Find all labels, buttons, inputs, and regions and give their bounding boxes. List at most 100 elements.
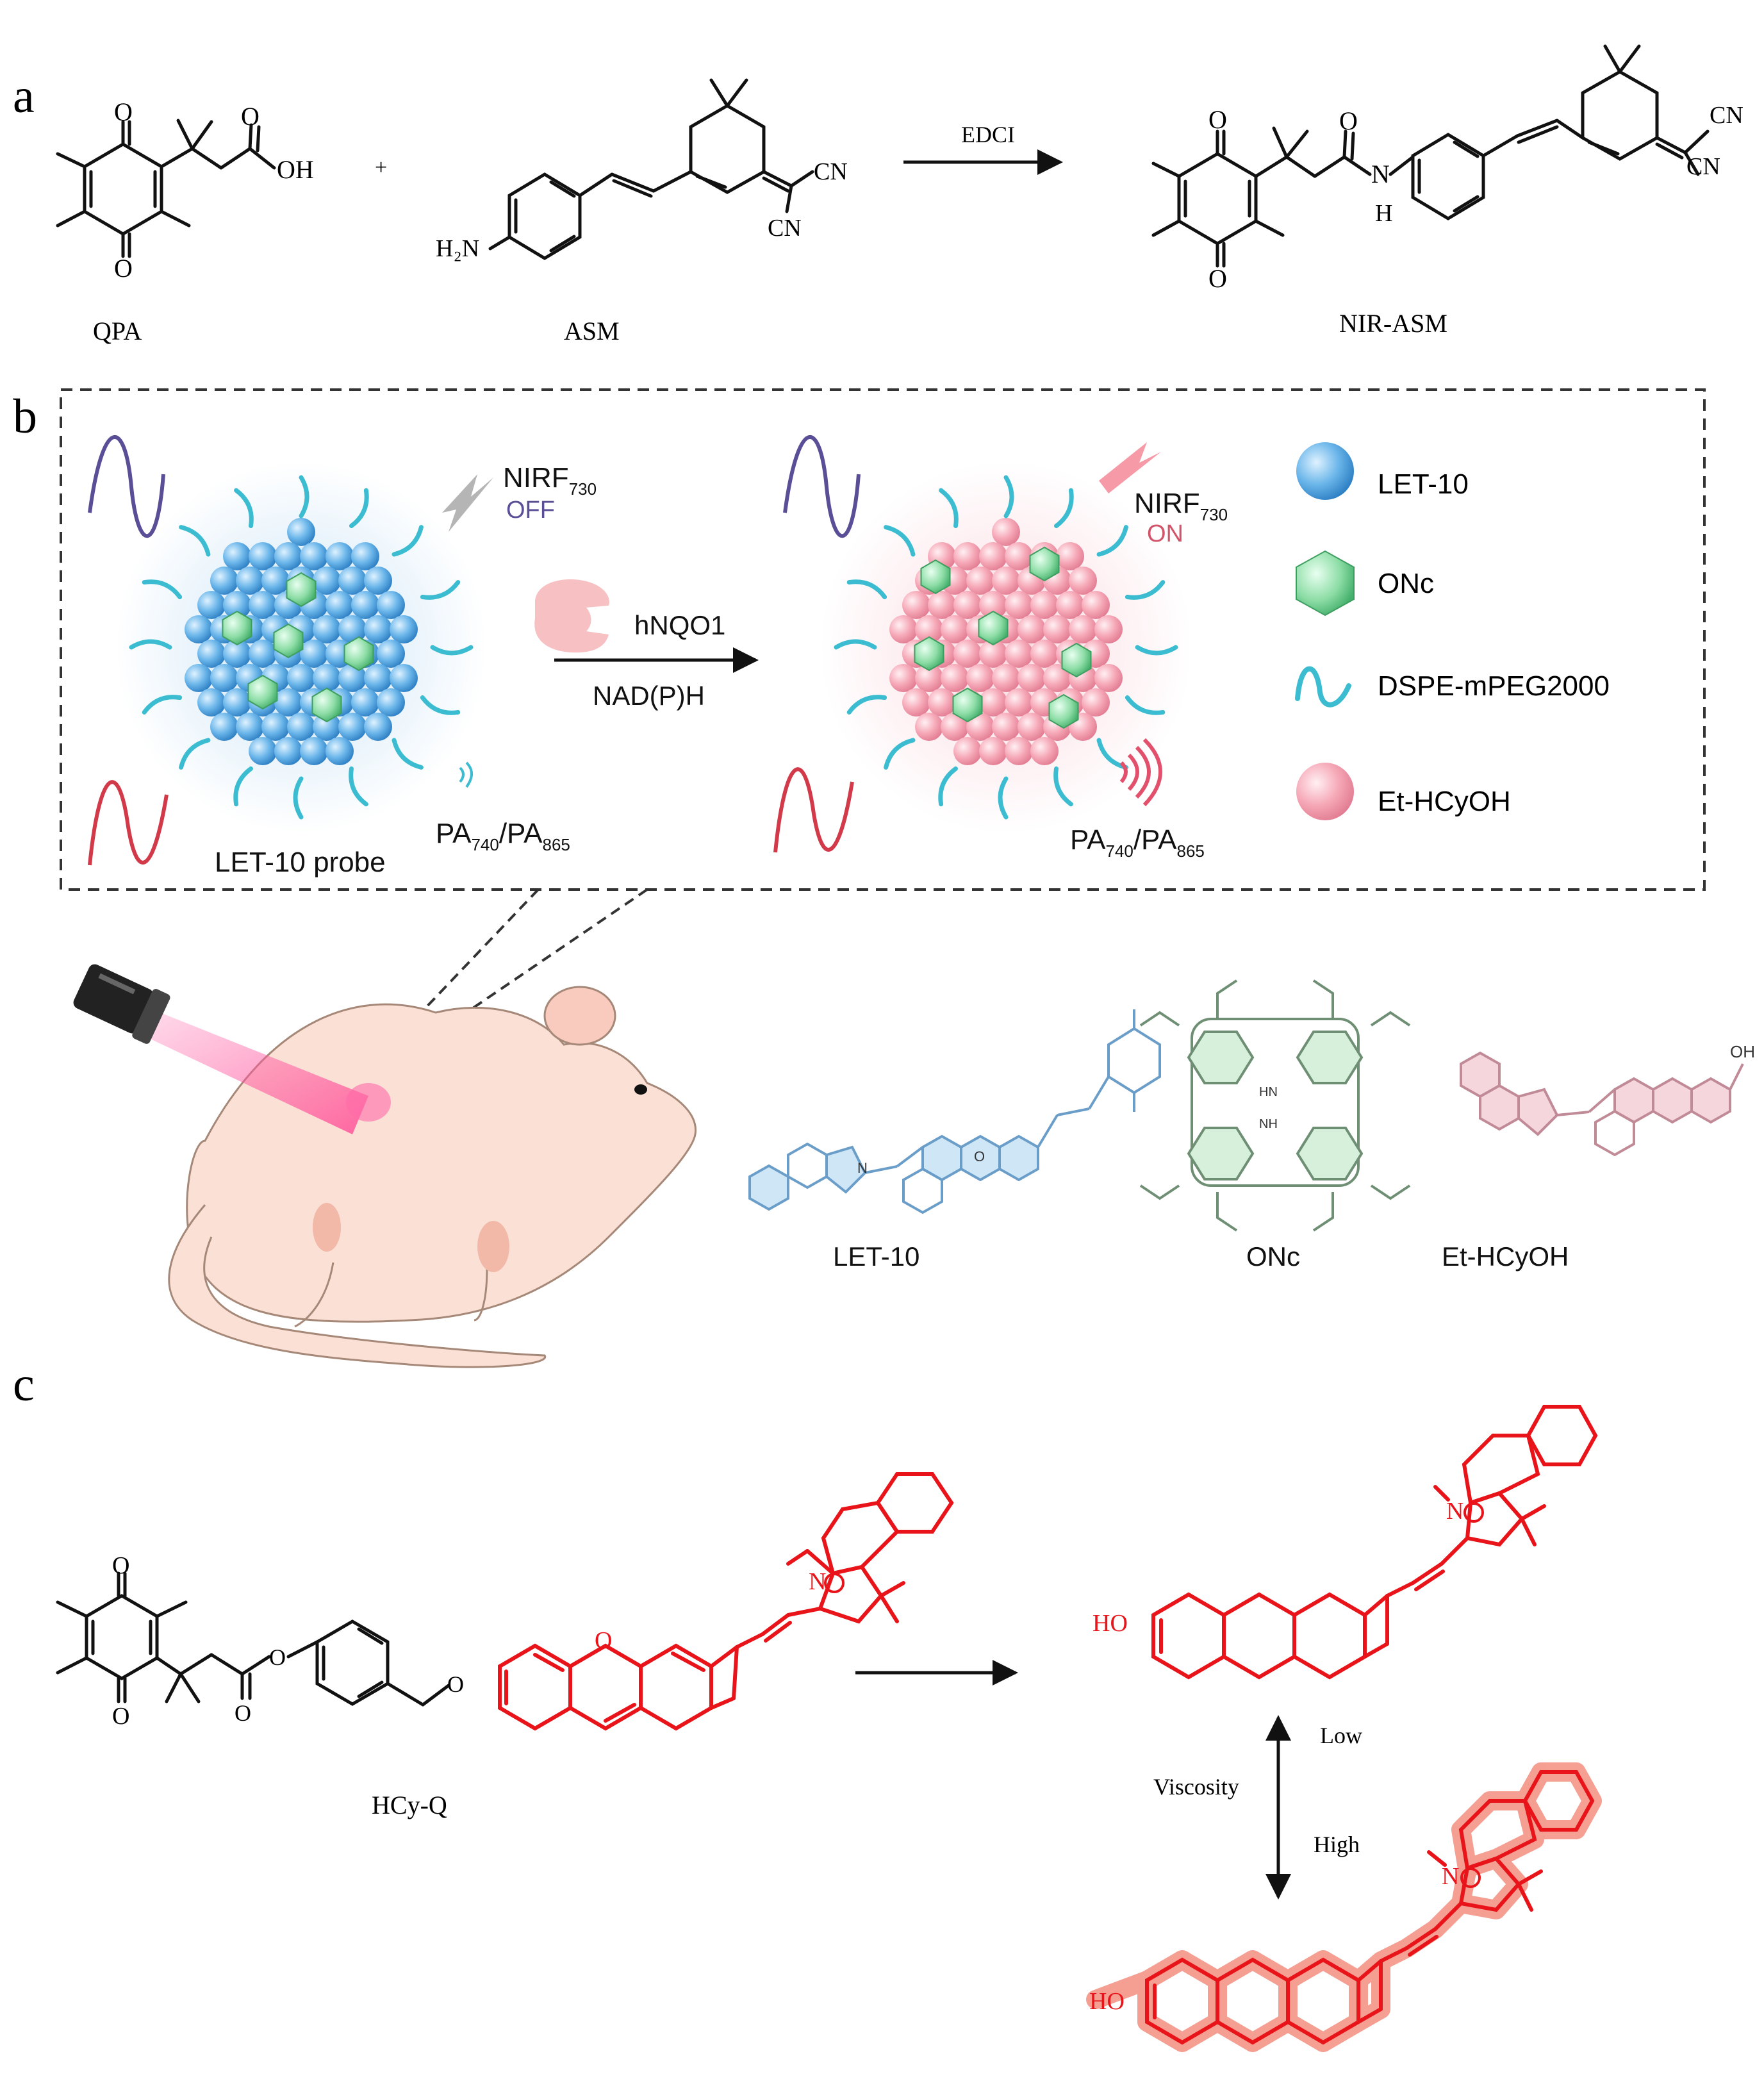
dspe-peg-chain-icon [129,639,172,650]
let10-sphere [236,567,264,595]
onc-hexagon-icon [1048,693,1079,729]
nirf-off-state: OFF [506,497,555,524]
product-high-n-atom: N [1442,1863,1459,1890]
let10-sphere [377,640,405,668]
ethcyoh-sphere [1069,567,1097,595]
let10-sphere [377,688,405,716]
tumor-spot [346,1083,391,1122]
ethcyoh-sphere [889,615,918,643]
activated-nanoparticle [820,461,1192,833]
dspe-peg-chain-icon [392,738,424,770]
let10-sphere [223,591,251,619]
nadph-label: NAD(P)H [593,681,705,711]
ethcyoh-sphere [941,615,969,643]
mouse-hind-leg [294,1262,334,1328]
hnqo1-enzyme-icon [534,579,609,653]
let10-sphere [261,713,290,741]
product-low-n-atom: N [1446,1498,1463,1525]
ethcyoh-sphere [889,664,918,692]
legend-label-ethcyoh: Et-HCyOH [1378,786,1511,817]
released-product-low-viscosity [1151,1405,1598,1680]
dspe-peg-chain-icon [938,766,958,807]
let10-sphere [197,640,226,668]
let10-sphere [338,713,367,741]
pa-signal-strong-icon [1119,738,1162,807]
dspe-peg-chain-icon [234,488,254,529]
mouse-tail [168,1204,547,1368]
hcyq-o-bottom: O [112,1703,129,1730]
dspe-peg-chain-icon [1054,488,1074,529]
let10-sphere [313,615,341,643]
edci-label: EDCI [961,122,1015,147]
ethcyoh-sphere [1018,615,1046,643]
let10-sphere [377,591,405,619]
dspe-peg-chain-icon [1003,475,1014,518]
hcyq-o-ether: O [447,1671,464,1697]
ethcyoh-sphere [1005,688,1033,716]
let10-sphere [364,567,392,595]
let10-sphere [223,542,251,570]
legend-label-dspe: DSPE-mPEG2000 [1378,670,1610,702]
hcyq-n-atom: N [809,1568,826,1595]
ethcyoh-sphere [1005,737,1033,765]
product-o-top: O [1208,105,1227,134]
let10-sphere [338,615,367,643]
ethcyoh-sphere [979,688,1007,716]
ethcyoh-structure [1460,1051,1744,1157]
low-label: Low [1320,1723,1362,1748]
let10-sphere [223,688,251,716]
dspe-peg-chain-icon [884,525,916,557]
excitation-wave-bottom-left [88,780,169,866]
ethcyoh-sphere [953,591,982,619]
hcyq-quinone-part [56,1571,450,1707]
let10-sphere [313,567,341,595]
excitation-wave-top-right [783,435,861,538]
dspe-peg-chain-icon [1135,645,1178,656]
ethcyoh-sphere [902,591,930,619]
lightning-off-icon [442,474,493,532]
ethcyoh-sphere [1030,591,1059,619]
ethcyoh-sphere [928,688,956,716]
ethcyoh-sphere [941,664,969,692]
panel-b-dashed-frame [60,388,1706,891]
mouse-illustration [73,964,697,1368]
laser-beam [122,1000,368,1134]
let10-sphere [300,737,328,765]
asm-cn-1: CN [814,158,848,185]
ethcyoh-sphere [979,542,1007,570]
legend-blue-sphere-icon [1296,442,1354,500]
ethcyoh-sphere [1018,664,1046,692]
onc-structure [1139,979,1411,1232]
dspe-peg-chain-icon [392,525,424,557]
ethcyoh-sphere [1069,615,1097,643]
ethcyoh-sphere [1030,737,1059,765]
let10-sphere [274,542,302,570]
ethcyoh-sphere [1082,591,1110,619]
mouse-ear [543,986,616,1046]
qpa-carbonyl-o: O [241,102,260,131]
hnqo1-label: hNQO1 [634,610,725,640]
onc-hn-atom: HN [1259,1085,1278,1099]
nirf-on-state: ON [1147,520,1183,547]
dspe-peg-chain-icon [420,580,461,600]
panel-a-letter: a [13,69,35,123]
dspe-peg-chain-icon [834,639,877,650]
hcyq-fluorophore-part [498,1472,954,1731]
let10-sphere [210,664,238,692]
dspe-peg-chain-icon [179,525,211,557]
qpa-oh: OH [277,155,314,184]
pa-left-label: PA740/PA865 [436,818,570,854]
let10-sphere [326,542,354,570]
qpa-label: QPA [93,317,142,345]
product-low-ho: HO [1092,1610,1128,1637]
dspe-peg-chain-icon [1125,580,1166,600]
dspe-peg-chain-icon [299,475,309,518]
ethcyoh-sphere [953,542,982,570]
mouse-body [186,1003,697,1323]
dspe-peg-chain-icon [349,488,369,529]
dspe-peg-chain-icon [233,766,253,807]
dspe-peg-chain-icon [349,766,368,807]
mouse-paw-rear [313,1203,341,1252]
ethcyoh-sphere [915,615,943,643]
nirf-off-label: NIRF730 [503,462,597,499]
